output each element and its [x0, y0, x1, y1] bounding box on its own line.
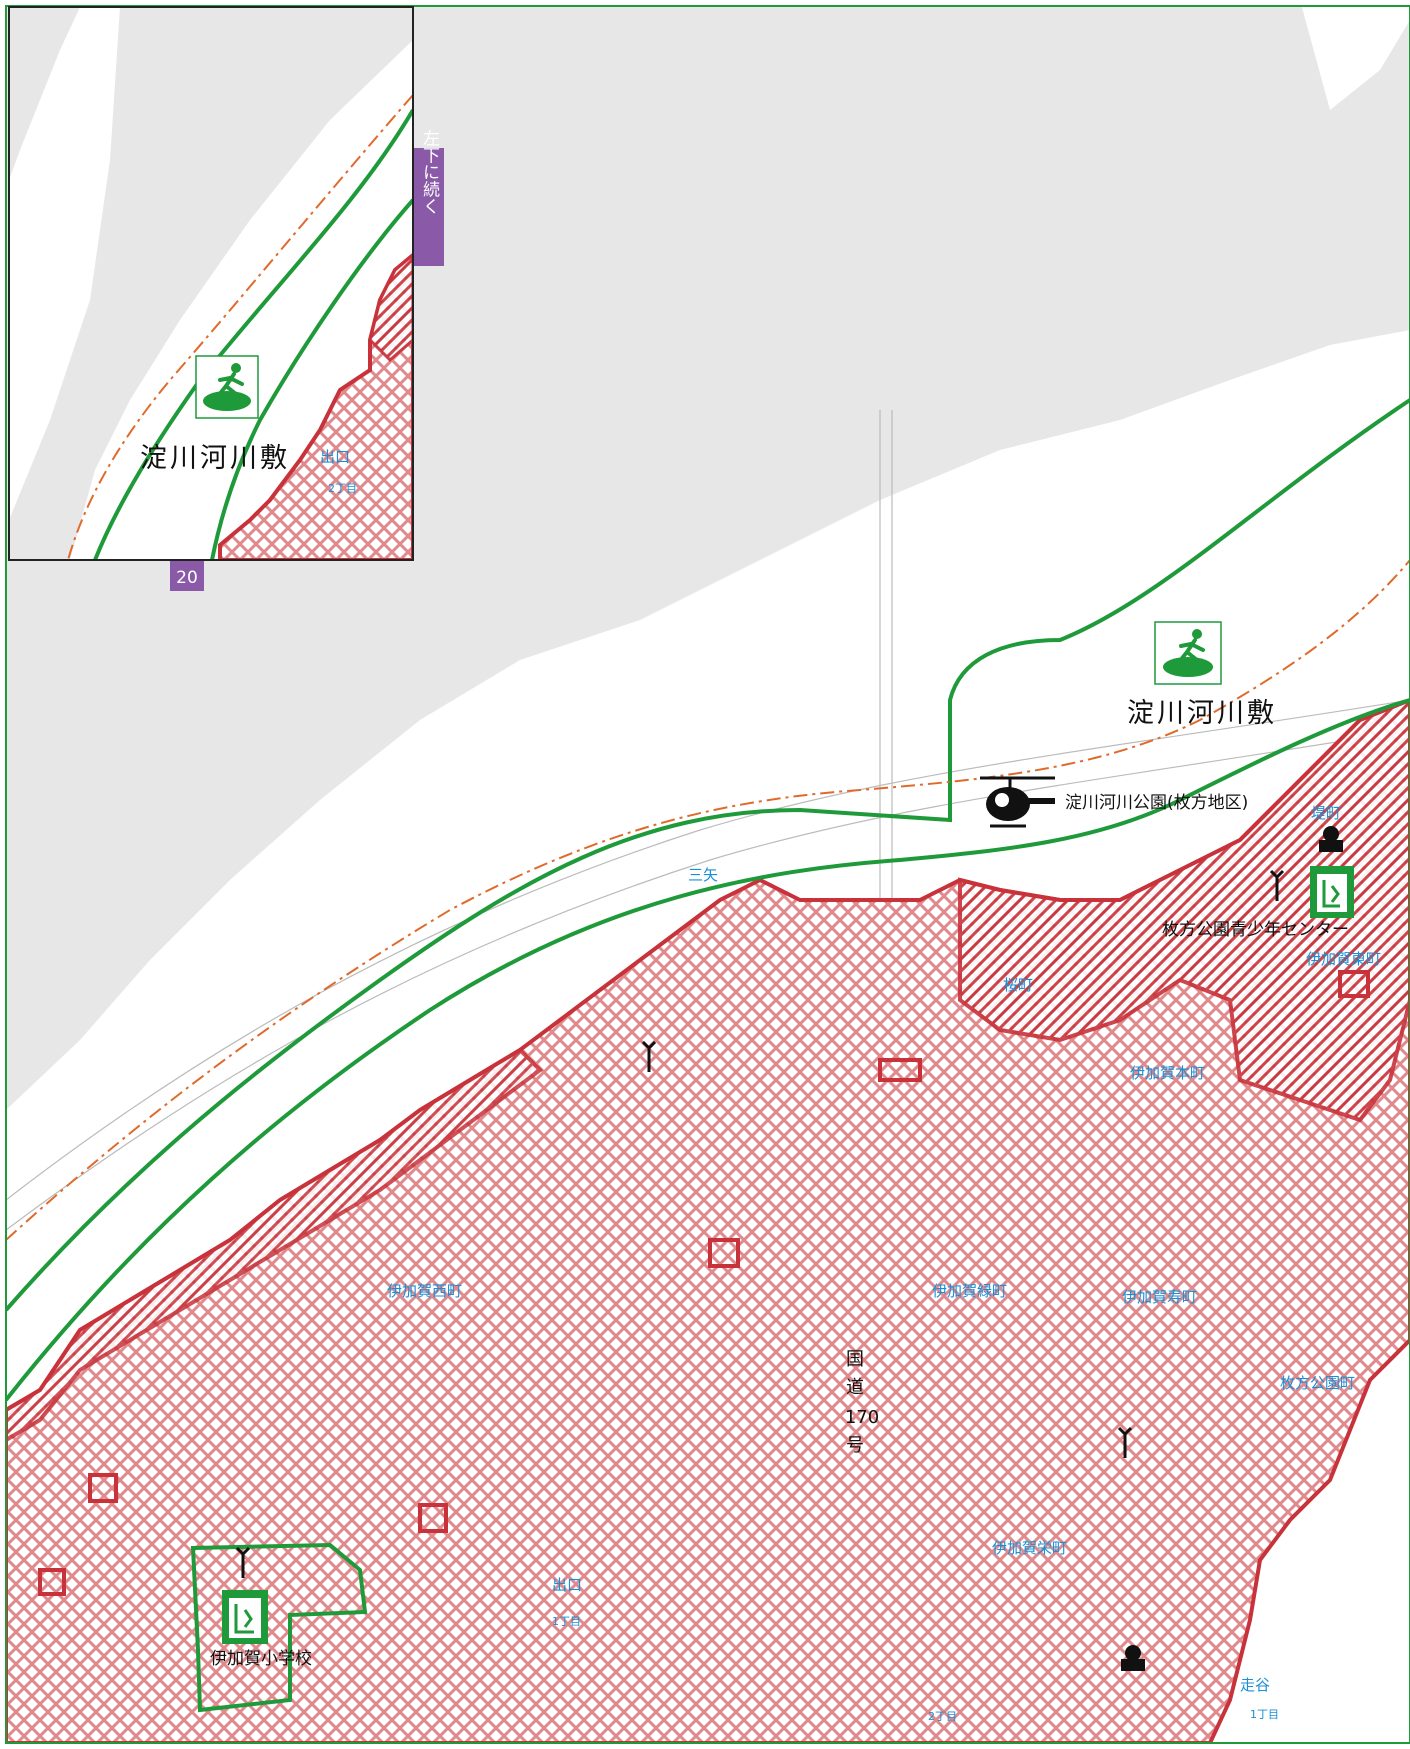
park-main-label: 淀川河川敷 [1127, 698, 1277, 729]
inset-park-label: 淀川河川敷 [140, 443, 290, 474]
place-deguchi-chome: 1丁目 [552, 1615, 581, 1628]
route-label-2: 道 [846, 1377, 864, 1398]
place-ikaga-nishi: 伊加賀西町 [387, 1282, 462, 1300]
loudspeaker-icon [1117, 1426, 1133, 1458]
page-tab[interactable]: 20 [170, 561, 204, 591]
disaster-rep-icon [1319, 826, 1343, 852]
place-sakura: 桜町 [1003, 976, 1033, 994]
evacuation-shelter-icon [1310, 866, 1354, 918]
heliport-label: 淀川河川公園(枚方地区) [1065, 793, 1248, 813]
place-hashiriya: 走谷 [1240, 1676, 1270, 1694]
place-hashiriya-chome: 1丁目 [1250, 1708, 1279, 1721]
evacuation-site-icon [1154, 621, 1222, 685]
helicopter-icon [980, 776, 1055, 828]
boundary-line [6, 559, 1410, 1241]
route-label-4: 号 [846, 1435, 864, 1456]
loudspeaker-icon [1269, 869, 1285, 901]
inset-exit-label: 出口 [320, 448, 350, 466]
continue-tab[interactable]: 左下に続く [414, 129, 444, 266]
page-tab-text: 20 [176, 568, 198, 588]
place-deguchi: 出口 [552, 1576, 582, 1594]
place-ikaga-higashi: 伊加賀東町 [1306, 950, 1381, 968]
map-border [5, 5, 1410, 1744]
place-chome-2: 2丁目 [928, 1710, 957, 1723]
evac-boundary-outer [6, 398, 1410, 1312]
loudspeaker-icon [235, 1546, 251, 1578]
school-evac-area [190, 1542, 368, 1713]
route-label-3: 170 [845, 1407, 879, 1428]
evacuation-shelter-icon [222, 1590, 268, 1644]
place-ikaga-kotobuki: 伊加賀寿町 [1122, 1288, 1197, 1306]
school-label: 伊加賀小学校 [210, 1649, 312, 1669]
place-ikaga-midori: 伊加賀緑町 [932, 1282, 1007, 1300]
loudspeaker-icon [641, 1040, 657, 1072]
flood-hazard-area-deep [958, 697, 1410, 1123]
place-ikaga-hon: 伊加賀本町 [1130, 1064, 1205, 1082]
evac-boundary-inner [6, 698, 1410, 1402]
place-mitsuya: 三矢 [688, 866, 718, 884]
inset-chome-label: 2丁目 [328, 482, 357, 495]
place-tsutsumi: 堤町 [1311, 804, 1341, 822]
place-hirakata-koen: 枚方公園町 [1280, 1374, 1355, 1392]
inset-map: 淀川河川敷 出口 2丁目 左下に続く 20 [8, 6, 444, 591]
evacuation-site-icon [195, 355, 259, 419]
place-ikaga-sakae: 伊加賀栄町 [992, 1539, 1067, 1557]
route-label-1: 国 [846, 1349, 864, 1370]
continue-tab-text: 左下に続く [419, 129, 440, 214]
disaster-rep-icon [1121, 1645, 1145, 1671]
youth-center-label: 枚方公園青少年センター [1162, 920, 1349, 940]
